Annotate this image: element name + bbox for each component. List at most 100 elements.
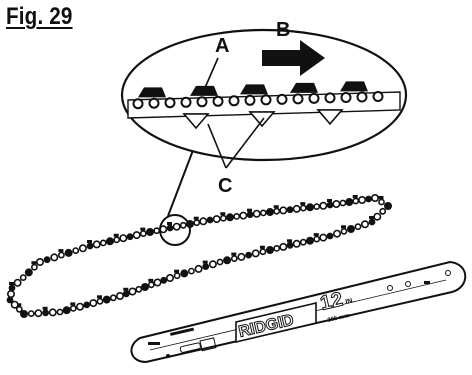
chain-link (106, 237, 115, 246)
chain-link (379, 207, 387, 215)
chain-link (141, 282, 150, 291)
chain-cutter (58, 249, 64, 253)
bar-rivet (166, 354, 170, 358)
detail-source-circle (159, 214, 191, 246)
chain-link (109, 294, 117, 302)
chain-link (19, 309, 28, 318)
chain-link (56, 308, 64, 316)
bar-mark (424, 281, 430, 284)
bar-slot (179, 342, 201, 353)
chain-rivet (356, 91, 368, 103)
chain-link (34, 309, 43, 318)
chain-cutter-tooth (290, 82, 318, 93)
chain-link (273, 207, 281, 215)
callout-a-leader (203, 57, 219, 91)
chain-link (135, 285, 143, 293)
callout-c-leader (225, 117, 265, 169)
chain-link (10, 300, 19, 309)
chain-link (299, 204, 307, 212)
chain-link (212, 215, 221, 224)
chain-link (193, 219, 201, 227)
chain-link (365, 195, 372, 203)
chain-link (286, 206, 294, 214)
callout-b: B (276, 19, 290, 41)
chain-link (319, 233, 328, 242)
chain-link (223, 256, 232, 265)
chain-link (230, 255, 238, 262)
chain-link (172, 222, 181, 231)
chain-detail (127, 81, 401, 130)
chain-link (208, 260, 217, 269)
chain-cutter (378, 196, 384, 199)
chain-link (62, 306, 71, 315)
chain-drive-link (182, 113, 210, 130)
chain-cutter (42, 306, 48, 310)
bar-hole (387, 285, 393, 291)
chain-link (48, 308, 57, 317)
chain-link (299, 238, 307, 246)
bar-mark (148, 342, 160, 345)
callout-c-leader (207, 123, 227, 169)
detail-ellipse (120, 28, 408, 162)
chain-link (273, 244, 281, 252)
chain-link (199, 217, 208, 226)
chain-link (96, 297, 104, 305)
chain-link (8, 284, 16, 292)
bar-hole (445, 270, 451, 276)
chain-link (42, 309, 49, 317)
chain-rivet (308, 92, 320, 104)
chain-cutter (231, 252, 237, 256)
chain-cutter (352, 195, 358, 198)
chain-link (383, 202, 392, 211)
chain-cutter (327, 199, 332, 202)
chain-cutter (167, 222, 172, 225)
chain-link (50, 253, 59, 262)
bar-label-plate (199, 337, 217, 352)
chain-cutter (31, 261, 37, 265)
chain-link (332, 200, 341, 209)
chain-rivet (260, 94, 272, 106)
chain-link (265, 246, 274, 255)
chain-link (146, 228, 155, 237)
chain-cutter-tooth (240, 84, 268, 95)
chain-link (340, 227, 348, 235)
chain-link (313, 235, 321, 243)
chain-link (313, 203, 321, 210)
chain-link (358, 196, 367, 205)
chain-rivet (372, 91, 384, 102)
chain-link (206, 216, 214, 224)
chain-cutter (341, 225, 346, 229)
chain-link (339, 199, 347, 207)
bar-size: 12 (318, 288, 345, 314)
chain-link (259, 248, 267, 256)
chain-cutter (273, 205, 279, 209)
chain-rivet (244, 94, 256, 106)
chain-link (368, 218, 376, 226)
chain-link (279, 206, 288, 215)
chain-cutter (9, 282, 14, 285)
chain-cutter (220, 212, 226, 216)
chain-link (216, 258, 224, 266)
chain-rivet (180, 96, 192, 108)
chain-link (354, 223, 362, 231)
chain-link (251, 249, 260, 258)
chain-link (326, 232, 334, 240)
chain-link (166, 273, 175, 282)
chain-rivet (276, 93, 288, 105)
chain-rivet (324, 92, 336, 104)
chain-link (27, 310, 35, 317)
chain-link (279, 242, 288, 251)
chain-cutter (140, 227, 146, 231)
chain-link (69, 304, 77, 312)
chain-link (35, 257, 44, 266)
chain-link (319, 201, 328, 210)
chain-link (239, 211, 248, 220)
chain-link (180, 269, 189, 278)
chain-link (194, 264, 203, 273)
chain-cutter (300, 202, 306, 206)
bar-mark (170, 327, 195, 336)
chain-link (265, 208, 274, 217)
chain-link (259, 209, 267, 217)
chain-link (19, 274, 27, 281)
